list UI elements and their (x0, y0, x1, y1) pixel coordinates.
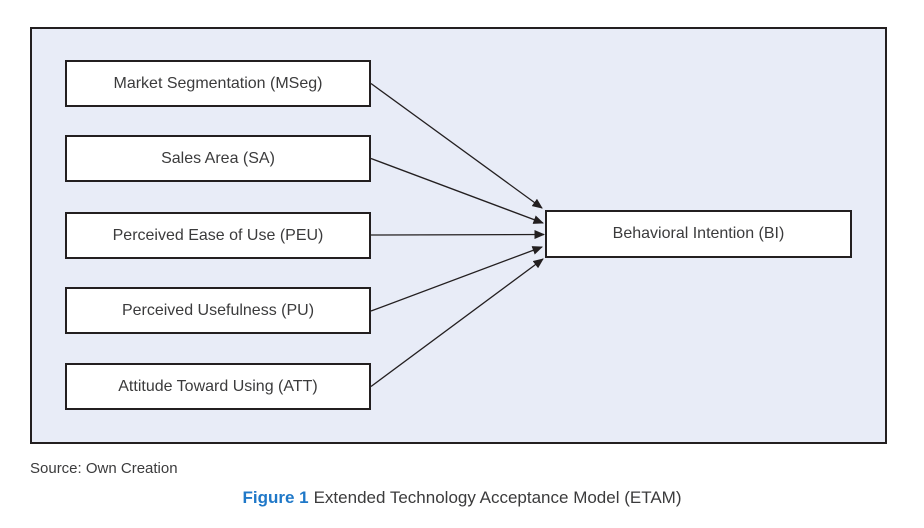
node-sales-area-label: Sales Area (SA) (161, 149, 275, 167)
node-market-segmentation-label: Market Segmentation (MSeg) (113, 74, 323, 92)
arrow-mseg-to-bi (370, 82, 543, 209)
node-perceived-ease-of-use: Perceived Ease of Use (PEU) (65, 212, 371, 259)
node-attitude-toward-using-label: Attitude Toward Using (ATT) (118, 377, 318, 395)
arrow-peu-to-bi (370, 230, 545, 240)
node-market-segmentation: Market Segmentation (MSeg) (65, 60, 371, 107)
node-behavioral-intention: Behavioral Intention (BI) (545, 210, 852, 258)
node-perceived-usefulness-label: Perceived Usefulness (PU) (121, 301, 315, 319)
arrow-pu-to-bi (370, 246, 543, 312)
figure-caption-label: Figure 1 (242, 488, 309, 507)
node-sales-area: Sales Area (SA) (65, 135, 371, 182)
source-note: Source: Own Creation (30, 460, 178, 477)
node-attitude-toward-using: Attitude Toward Using (ATT) (65, 363, 371, 410)
node-perceived-ease-of-use-label: Perceived Ease of Use (PEU) (112, 226, 324, 244)
diagram-canvas: Market Segmentation (MSeg) Sales Area (S… (32, 29, 885, 442)
node-behavioral-intention-label: Behavioral Intention (BI) (612, 225, 785, 243)
arrow-sa-to-bi (370, 157, 544, 224)
figure-caption-title: Extended Technology Acceptance Model (ET… (313, 488, 682, 507)
arrow-att-to-bi (370, 258, 544, 388)
node-perceived-usefulness: Perceived Usefulness (PU) (65, 287, 371, 334)
diagram-panel: Market Segmentation (MSeg) Sales Area (S… (30, 27, 887, 444)
